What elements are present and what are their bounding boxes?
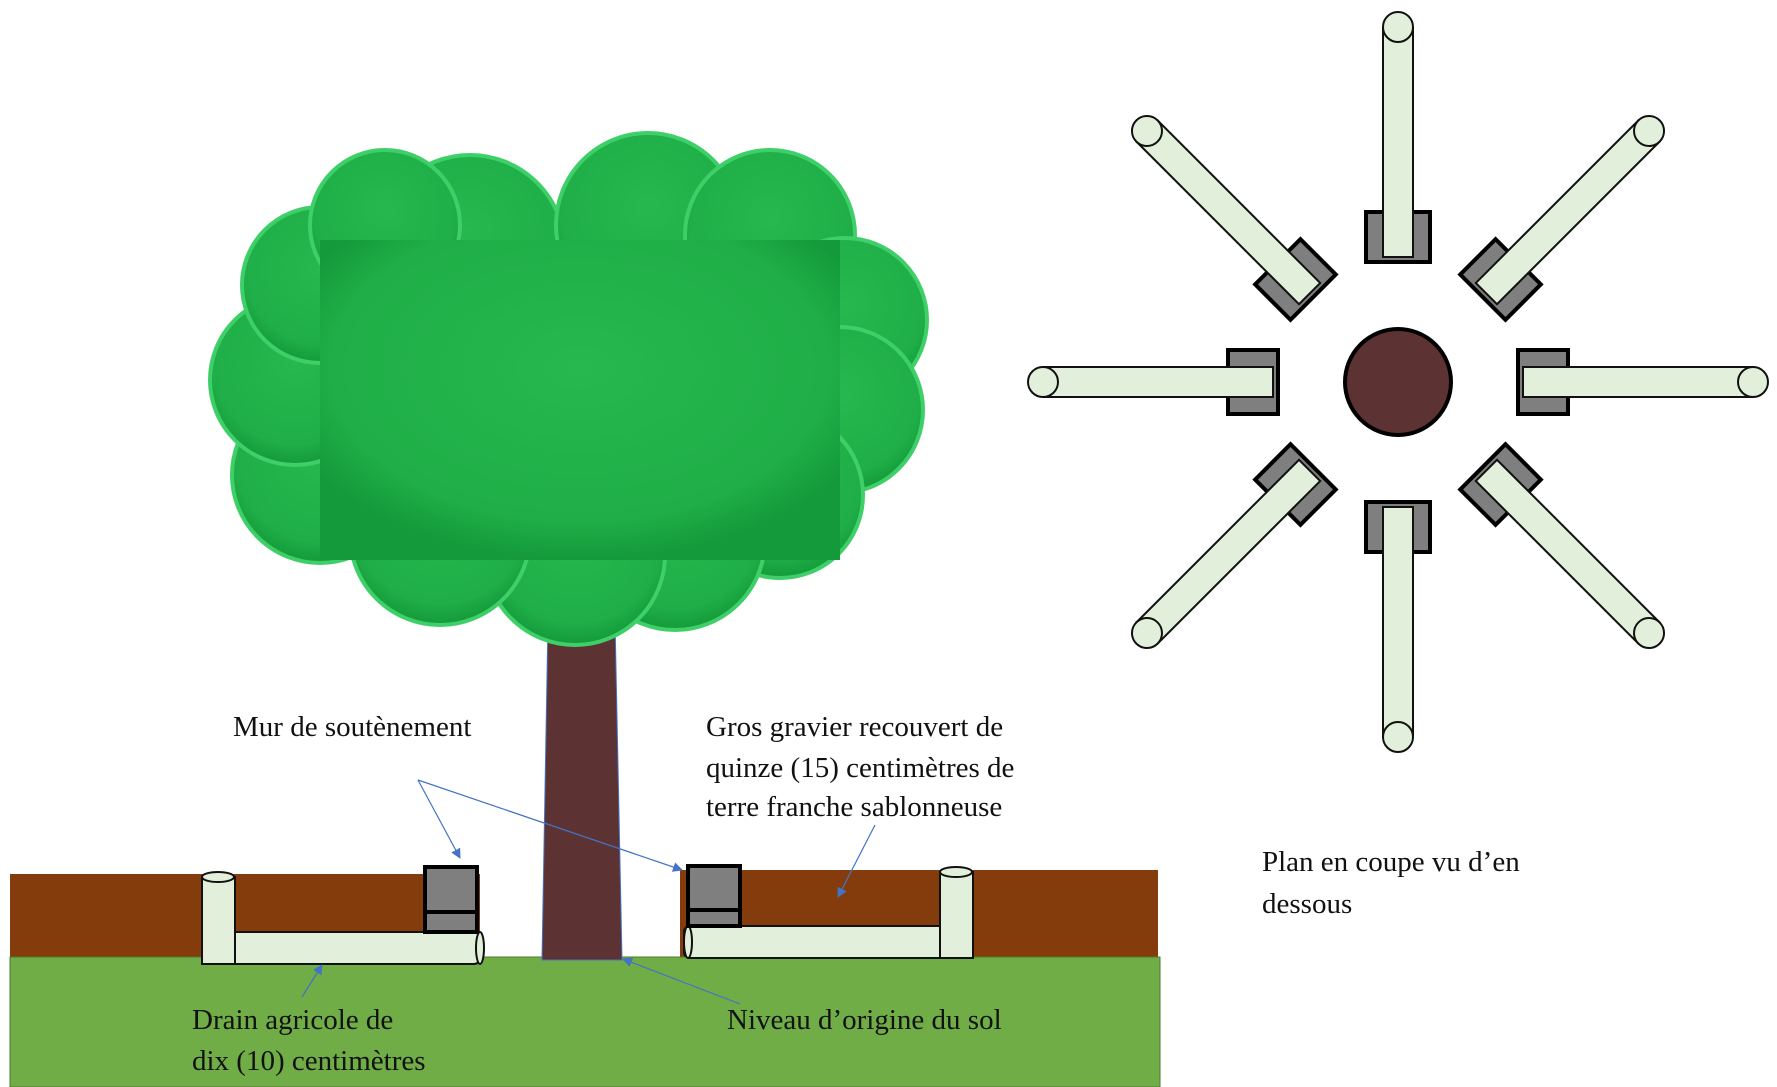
plan-drain-5	[1364, 500, 1432, 753]
plan-pipe-6	[1134, 458, 1322, 646]
plan-pipe-end-5	[1382, 721, 1414, 753]
drain-pipe-right	[683, 866, 974, 959]
plan-drain-1	[1364, 11, 1432, 264]
ground-layer	[9, 956, 1161, 1087]
label-plan-line-1: Plan en coupe vu d’en	[1262, 846, 1520, 878]
plan-pipe-3	[1522, 366, 1754, 398]
plan-pipe-end-1	[1382, 11, 1414, 43]
plan-drain-4	[1457, 441, 1666, 650]
plan-drain-8	[1130, 114, 1339, 323]
plan-pipe-end-7	[1027, 366, 1059, 398]
plan-pipe-5	[1382, 506, 1414, 738]
label-retaining-wall: Mur de soutènement	[233, 711, 472, 743]
arrow-drain	[301, 964, 323, 998]
retaining-wall-right	[686, 864, 742, 928]
plan-pipe-end-8	[1130, 114, 1163, 147]
plan-pipe-2	[1474, 118, 1662, 306]
plan-drain-7	[1027, 348, 1280, 416]
plan-pipe-1	[1382, 26, 1414, 258]
arrow-ground-level	[622, 957, 741, 1005]
label-gravel-line-2: quinze (15) centimètres de	[706, 752, 1015, 784]
plan-pipe-end-2	[1633, 114, 1666, 147]
arrow-wall-left	[417, 779, 461, 859]
label-ground-level: Niveau d’origine du sol	[727, 1004, 1002, 1036]
plan-pipe-4	[1474, 458, 1662, 646]
tree-trunk	[541, 619, 623, 961]
arrow-gravel	[837, 824, 876, 898]
label-gravel-line-1: Gros gravier recouvert de	[706, 711, 1004, 743]
drain-pipe-left	[201, 871, 485, 965]
annotation-arrows	[301, 779, 876, 1005]
tree-foliage	[208, 131, 929, 647]
plan-pipe-8	[1134, 118, 1322, 306]
plan-pipe-end-6	[1130, 617, 1163, 650]
label-drain-line-2: dix (10) centimètres	[192, 1045, 426, 1077]
cross-section	[9, 131, 1161, 1087]
arrow-wall-right	[417, 779, 683, 872]
label-drain-line-1: Drain agricole de	[192, 1004, 394, 1036]
label-gravel-line-3: terre franche sablonneuse	[706, 791, 1003, 823]
plan-trunk	[1343, 327, 1453, 437]
plan-drain-6	[1130, 441, 1339, 650]
plan-drain-2	[1457, 114, 1666, 323]
retaining-wall-left	[423, 865, 479, 934]
label-plan-line-2: dessous	[1262, 888, 1353, 920]
plan-drain-3	[1516, 348, 1769, 416]
plan-view	[1027, 11, 1769, 753]
plan-pipe-end-3	[1737, 366, 1769, 398]
plan-pipe-7	[1042, 366, 1274, 398]
plan-pipe-end-4	[1633, 617, 1666, 650]
